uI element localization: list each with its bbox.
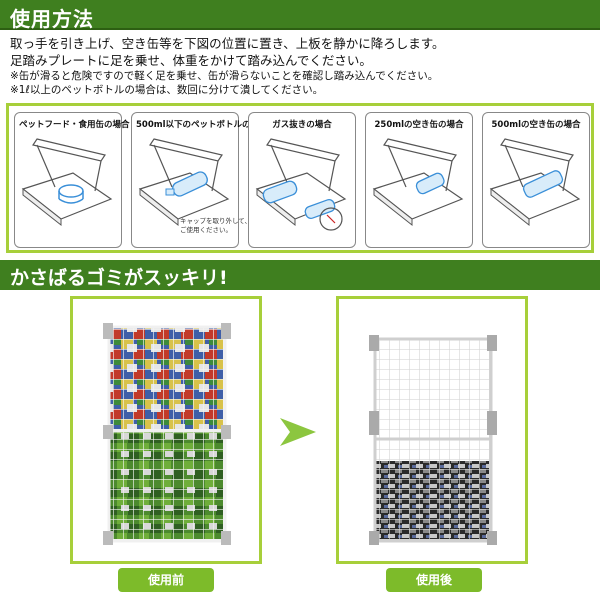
instructions: 取っ手を引き上げ、空き缶等を下図の位置に置き、上板を静かに降ろします。 足踏みプ… — [10, 35, 595, 97]
step-label: 250mlの空き缶の場合 — [374, 120, 464, 130]
after-photo-frame — [336, 296, 528, 564]
after-photo — [369, 335, 497, 545]
step-label: 500ml以下のペットボトルの場合 — [136, 120, 268, 130]
step-card-gas-release: ガス抜きの場合 — [248, 112, 356, 248]
step-label: 500mlの空き缶の場合 — [491, 120, 581, 130]
crusher-illustration — [255, 138, 347, 231]
crusher-illustration — [21, 138, 113, 227]
instruction-note-1: ※缶が滑ると危険ですので軽く足を乗せ、缶が滑らないことを確認し踏み込んでください… — [10, 70, 439, 82]
crusher-illustration — [372, 138, 464, 227]
after-label: 使用後 — [386, 568, 482, 592]
header-bar: 使用方法 — [0, 0, 600, 31]
steps-frame: ペットフード・食用缶の場合 500ml以下のペットボトルの場合 キャップを取り外… — [6, 103, 594, 253]
before-label: 使用前 — [118, 568, 214, 592]
step-card-pet-food-can: ペットフード・食用缶の場合 — [14, 112, 130, 248]
crusher-illustration — [489, 138, 581, 227]
step-card-pet-bottle: 500ml以下のペットボトルの場合 キャップを取り外して、 ご使用ください。 — [131, 112, 268, 248]
before-photo-frame — [70, 296, 262, 564]
instruction-line-2: 足踏みプレートに足を乗せ、体重をかけて踏み込んでください。 — [10, 53, 372, 68]
section-title: かさばるゴミがスッキリ! — [10, 267, 228, 289]
arrow-right-icon — [280, 418, 316, 446]
instruction-note-2: ※1ℓ以上のペットボトルの場合は、数回に分けて潰してください。 — [10, 84, 324, 96]
before-photo — [103, 323, 231, 545]
step-label: ガス抜きの場合 — [272, 120, 332, 130]
instruction-line-1: 取っ手を引き上げ、空き缶等を下図の位置に置き、上板を静かに降ろします。 — [10, 36, 445, 51]
section-bar: かさばるゴミがスッキリ! — [0, 260, 600, 290]
step-card-250ml-can: 250mlの空き缶の場合 — [365, 112, 473, 248]
step-label: ペットフード・食用缶の場合 — [19, 120, 130, 130]
step-card-500ml-can: 500mlの空き缶の場合 — [482, 112, 590, 248]
step-note: キャップを取り外して、 ご使用ください。 — [180, 217, 251, 234]
crusher-illustration — [138, 138, 230, 227]
page-title: 使用方法 — [10, 7, 94, 31]
